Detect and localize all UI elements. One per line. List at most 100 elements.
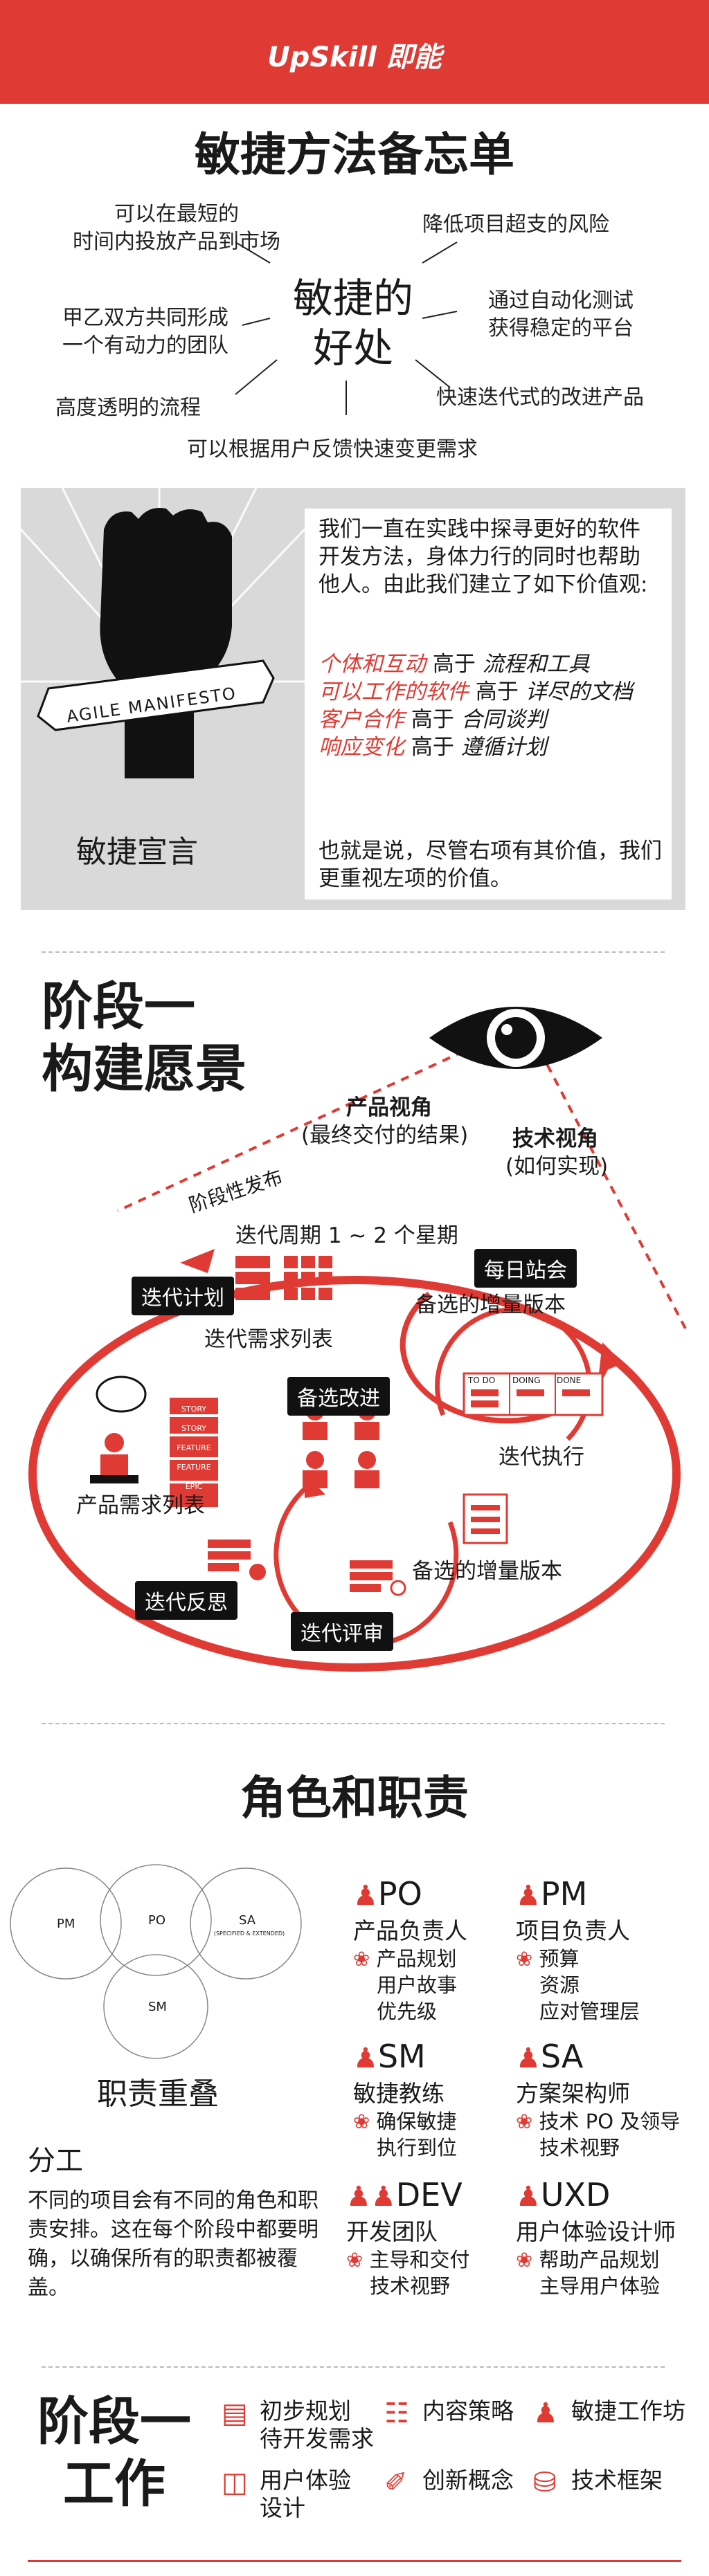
role-item: ❀ 帮助产品规划 — [516, 2247, 706, 2273]
product-backlog-label: 产品需求列表 — [76, 1493, 205, 1518]
increment-doc-icon — [463, 1493, 508, 1544]
phase2-title-line2: 工作 — [63, 2454, 165, 2514]
board-col: DONE — [557, 1376, 582, 1385]
benefit-text: 时间内投放产品到市场 — [73, 230, 280, 254]
footer-rule — [28, 2560, 681, 2562]
work-item-label: 创新概念 — [422, 2467, 514, 2494]
tech-view-sub: (如何实现) — [505, 1154, 609, 1179]
ribbon-icon: ❀ — [353, 1947, 370, 1971]
backlog-item: FEATURE — [177, 1443, 211, 1452]
value-right: 流程和工具 — [482, 652, 590, 677]
manifesto-text-panel — [305, 509, 672, 899]
person-icon: ♟ — [516, 1880, 541, 1912]
role-item: ❀ 主导和交付 — [346, 2247, 512, 2273]
role-item: ❀ 技术 PO 及领导 — [516, 2108, 703, 2135]
work-item-label: 待开发需求 — [260, 2425, 374, 2452]
role-code: SM — [377, 2038, 426, 2075]
role-item-text: 应对管理层 — [539, 2000, 640, 2023]
sprint-cycle-diagram — [28, 1007, 687, 1672]
work-item-content: ☷ 内容策略 — [384, 2397, 530, 2429]
work-item-framework: ⛁ 技术框架 — [533, 2467, 706, 2499]
ribbon-icon: ❀ — [516, 2248, 533, 2272]
benefit-text: 甲乙双方共同形成 — [62, 306, 228, 330]
sprint-exec-label: 迭代执行 — [499, 1445, 584, 1470]
role-item: ❀ 预算 — [516, 1946, 703, 1972]
review-tag: 迭代评审 — [291, 1612, 393, 1651]
value-left: 客户合作 — [318, 707, 404, 732]
work-item-planning: ▤ 初步规划 待开发需求 — [222, 2397, 384, 2453]
overlap-caption: 职责重叠 — [97, 2076, 219, 2112]
manifesto-values: 个体和互动 高于 流程和工具 可以工作的软件 高于 详尽的文档 客户合作 高于 … — [318, 650, 665, 761]
retro-doc-icon — [208, 1540, 266, 1580]
person-icon: ♟ — [516, 2043, 541, 2074]
phase1-title: 阶段一 构建愿景 — [42, 976, 246, 1100]
role-item-text: 主导用户体验 — [539, 2274, 661, 2298]
role-name: 敏捷教练 — [353, 2080, 445, 2107]
role-item-text: 用户故事 — [377, 1973, 458, 1997]
role-item-text: 执行到位 — [377, 2136, 458, 2159]
work-item-label: 敏捷工作坊 — [571, 2397, 685, 2424]
backlog-item: EPIC — [185, 1482, 203, 1491]
phase1-title-line2: 构建愿景 — [42, 1039, 246, 1099]
benefit-motivated-team: 甲乙双方共同形成 一个有动力的团队 — [42, 304, 249, 360]
value-right: 合同谈判 — [460, 707, 547, 732]
manifesto-outro: 也就是说，尽管右项有其价值，我们更重视左项的价值。 — [318, 839, 662, 891]
increment-candidate-label-1: 备选的增量版本 — [415, 1292, 566, 1317]
value-right: 详尽的文档 — [525, 679, 633, 704]
backlog-item-labels: STORY STORY FEATURE FEATURE EPIC — [172, 1400, 216, 1497]
tech-view-label: 技术视角 — [512, 1126, 598, 1151]
board-col: TO DO — [468, 1376, 496, 1385]
eye-icon — [429, 1007, 602, 1069]
venn-pm: PM — [57, 1917, 75, 1931]
po-person-icon — [90, 1376, 147, 1483]
venn-po: PO — [148, 1913, 166, 1928]
ribbon-icon: ❀ — [346, 2248, 364, 2272]
value-left: 可以工作的软件 — [318, 679, 469, 704]
role-code: DEV — [395, 2176, 463, 2213]
benefit-time-to-market: 可以在最短的 时间内投放产品到市场 — [62, 201, 291, 256]
benefit-connector-lines — [235, 241, 458, 415]
work-item-label: 内容策略 — [422, 2397, 514, 2424]
role-item-text: 技术 PO 及领导 — [539, 2110, 681, 2133]
benefit-text: 通过自动化测试 — [488, 289, 634, 313]
role-card-sm: ♟SM 敏捷教练 ❀ 确保敏捷 执行到位 — [353, 2038, 512, 2161]
venn-sa: SA — [239, 1913, 256, 1928]
value-row-2: 可以工作的软件 高于 详尽的文档 — [318, 678, 665, 706]
role-code: PM — [540, 1875, 588, 1912]
benefit-text: 可以在最短的 — [114, 202, 239, 226]
venn-sa-sub: (SPECIFIED & EXTENDED) — [213, 1930, 285, 1937]
increment-candidate-label-2: 备选的增量版本 — [412, 1559, 562, 1584]
venn-sm: SM — [148, 2000, 167, 2014]
phase1-title-line1: 阶段一 — [42, 977, 195, 1036]
benefits-center-line1: 敏捷的 — [292, 275, 413, 322]
layout-icon: ◫ — [222, 2467, 248, 2499]
role-card-sa: ♟SA 方案架构师 ❀ 技术 PO 及领导 技术视野 — [516, 2038, 703, 2161]
role-name: 开发团队 — [346, 2218, 438, 2245]
role-header: ♟PM — [516, 1875, 703, 1912]
group-icon: ♟ — [533, 2397, 558, 2429]
value-left: 个体和互动 — [318, 652, 426, 677]
role-code: SA — [540, 2038, 584, 2075]
daily-standup-tag: 每日站会 — [474, 1249, 577, 1288]
value-right: 遵循计划 — [460, 735, 547, 760]
work-item-workshop: ♟ 敏捷工作坊 — [533, 2397, 706, 2429]
retro-tag: 迭代反思 — [135, 1581, 237, 1620]
role-item-text: 确保敏捷 — [376, 2110, 457, 2133]
board-col: DOING — [512, 1376, 541, 1385]
benefit-iterative: 快速迭代式的改进产品 — [436, 385, 644, 410]
team-icon: ♟♟ — [346, 2181, 396, 2213]
improve-tag: 备选改进 — [287, 1377, 390, 1416]
work-item-label: 用户体验 — [260, 2467, 351, 2494]
roles-title: 角色和职责 — [240, 1771, 469, 1825]
role-item: ❀ 确保敏捷 — [353, 2108, 512, 2135]
role-item-text: 产品规划 — [376, 1947, 457, 1971]
person-icon: ♟ — [353, 2043, 378, 2074]
section-divider — [42, 2366, 665, 2368]
person-icon: ♟ — [353, 1880, 378, 1912]
backlog-item: FEATURE — [177, 1463, 211, 1472]
database-icon: ⛁ — [533, 2467, 557, 2499]
upskill-logo: UpSkill 即能 — [267, 42, 442, 73]
task-board — [463, 1372, 604, 1416]
role-header: ♟SA — [516, 2038, 703, 2075]
review-doc-icon — [350, 1560, 406, 1596]
